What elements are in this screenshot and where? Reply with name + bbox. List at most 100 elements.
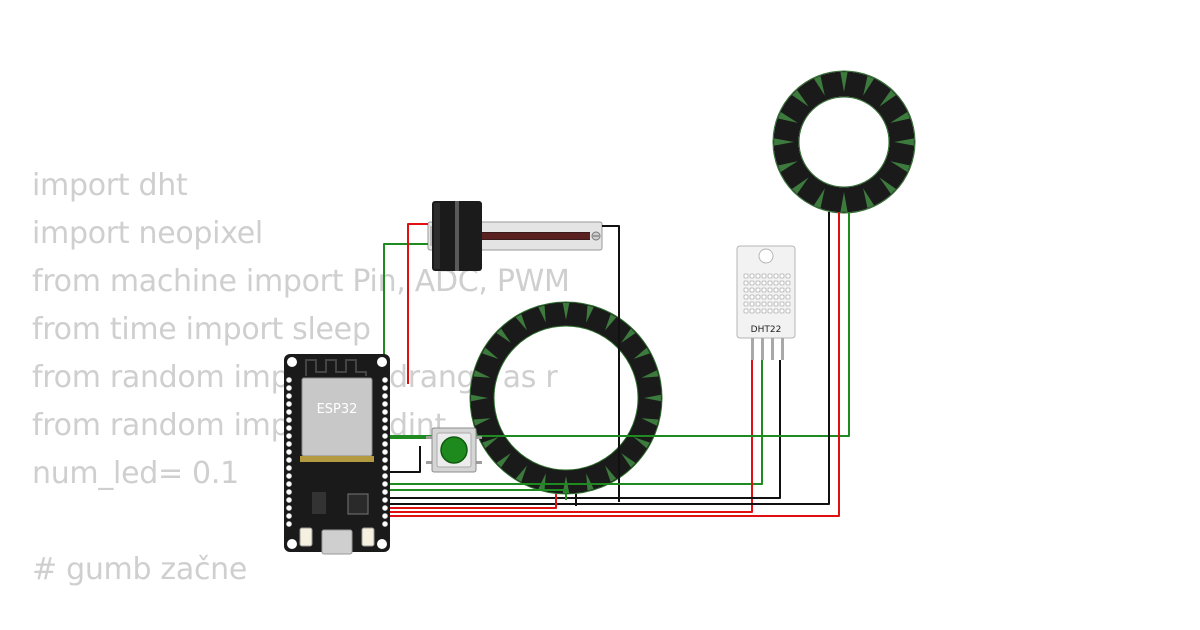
button-cap[interactable] xyxy=(440,436,468,464)
grille-hole xyxy=(755,294,761,300)
grille-hole xyxy=(785,308,791,314)
grille-hole xyxy=(761,287,767,293)
esp32-usb-chip xyxy=(347,493,369,515)
header-pin[interactable] xyxy=(286,377,292,383)
grille-hole xyxy=(779,301,785,307)
header-pin[interactable] xyxy=(382,433,388,439)
header-pin[interactable] xyxy=(286,417,292,423)
neopixel-led xyxy=(778,161,798,173)
header-pin[interactable] xyxy=(286,521,292,527)
wire-pot-signal[interactable] xyxy=(383,243,428,372)
header-pin[interactable] xyxy=(286,385,292,391)
wire-pot-gnd[interactable] xyxy=(602,225,620,502)
wire-small-ring-vcc[interactable] xyxy=(388,212,840,517)
header-pin[interactable] xyxy=(382,425,388,431)
neopixel-led xyxy=(778,111,798,123)
grille-hole xyxy=(773,301,779,307)
grille-hole xyxy=(761,273,767,279)
code-line: num_led= 0.1 xyxy=(32,456,239,491)
header-pin[interactable] xyxy=(286,497,292,503)
header-pin[interactable] xyxy=(286,505,292,511)
wire-small-ring-din[interactable] xyxy=(388,212,850,437)
wire-dht-gnd[interactable] xyxy=(388,360,781,499)
header-pin[interactable] xyxy=(286,393,292,399)
header-pin[interactable] xyxy=(382,449,388,455)
header-pin[interactable] xyxy=(286,401,292,407)
dht22-pin xyxy=(771,338,774,360)
header-pin[interactable] xyxy=(382,409,388,415)
header-pin[interactable] xyxy=(382,377,388,383)
header-pin[interactable] xyxy=(286,449,292,455)
grille-hole xyxy=(749,280,755,286)
grille-hole xyxy=(743,301,749,307)
wire-dht-data[interactable] xyxy=(388,360,763,485)
header-pin[interactable] xyxy=(286,433,292,439)
header-pin[interactable] xyxy=(286,481,292,487)
wire-small-ring-gnd[interactable] xyxy=(388,212,830,505)
header-pin[interactable] xyxy=(382,401,388,407)
header-pin[interactable] xyxy=(286,425,292,431)
pushbutton[interactable] xyxy=(426,427,482,473)
header-pin[interactable] xyxy=(382,489,388,495)
neopixel-led xyxy=(538,305,546,323)
header-pin[interactable] xyxy=(382,513,388,519)
wire-large-ring-din[interactable] xyxy=(388,489,567,500)
code-line: # gumb začne xyxy=(32,552,248,587)
grille-hole xyxy=(767,308,773,314)
header-pin[interactable] xyxy=(286,473,292,479)
grille-hole xyxy=(779,308,785,314)
grille-hole xyxy=(749,273,755,279)
header-pin[interactable] xyxy=(286,465,292,471)
esp32-module-pins xyxy=(300,456,374,462)
wire-dht-vcc[interactable] xyxy=(388,360,753,513)
header-pin[interactable] xyxy=(382,473,388,479)
wire-pot-vcc[interactable] xyxy=(407,223,428,384)
esp32-antenna xyxy=(305,359,367,376)
esp32-usb-port xyxy=(321,529,353,555)
grille-hole xyxy=(749,301,755,307)
grille-hole xyxy=(755,308,761,314)
neopixel-led xyxy=(496,328,511,343)
code-line: from machine import Pin, ADC, PWM xyxy=(32,264,570,299)
wire-button-gnd[interactable] xyxy=(388,446,421,473)
slide-potentiometer[interactable] xyxy=(427,201,603,271)
neopixel-led xyxy=(879,90,896,107)
header-pin[interactable] xyxy=(286,409,292,415)
header-pin[interactable] xyxy=(382,465,388,471)
neopixel-led xyxy=(894,138,914,146)
button-leg xyxy=(474,436,482,439)
header-pin[interactable] xyxy=(382,417,388,423)
esp32-board[interactable]: ESP32 xyxy=(284,354,390,555)
code-line: import neopixel xyxy=(32,216,263,251)
header-pin[interactable] xyxy=(382,393,388,399)
grille-hole xyxy=(743,308,749,314)
esp32-mount-hole xyxy=(287,539,297,549)
grille-hole xyxy=(773,287,779,293)
header-pin[interactable] xyxy=(382,505,388,511)
header-pin[interactable] xyxy=(382,521,388,527)
header-pin[interactable] xyxy=(286,441,292,447)
neopixel-ring-large[interactable] xyxy=(469,301,663,495)
header-pin[interactable] xyxy=(382,497,388,503)
esp32-en-button[interactable] xyxy=(299,527,313,547)
header-pin[interactable] xyxy=(286,489,292,495)
ring-small-leds xyxy=(774,72,914,212)
grille-hole xyxy=(773,294,779,300)
esp32-boot-button[interactable] xyxy=(361,527,375,547)
header-pin[interactable] xyxy=(286,457,292,463)
header-pin[interactable] xyxy=(382,441,388,447)
neopixel-led xyxy=(840,72,848,92)
wire-large-ring-vcc[interactable] xyxy=(388,494,557,509)
header-pin[interactable] xyxy=(382,385,388,391)
header-pin[interactable] xyxy=(382,457,388,463)
esp32-regulator xyxy=(312,492,326,514)
neopixel-ring-small[interactable] xyxy=(772,70,916,214)
header-pin[interactable] xyxy=(286,513,292,519)
grille-hole xyxy=(767,280,773,286)
grille-hole xyxy=(767,287,773,293)
grille-hole xyxy=(785,294,791,300)
dht22-sensor[interactable]: DHT22 xyxy=(736,245,796,360)
grille-hole xyxy=(779,294,785,300)
wires xyxy=(383,212,850,517)
header-pin[interactable] xyxy=(382,481,388,487)
